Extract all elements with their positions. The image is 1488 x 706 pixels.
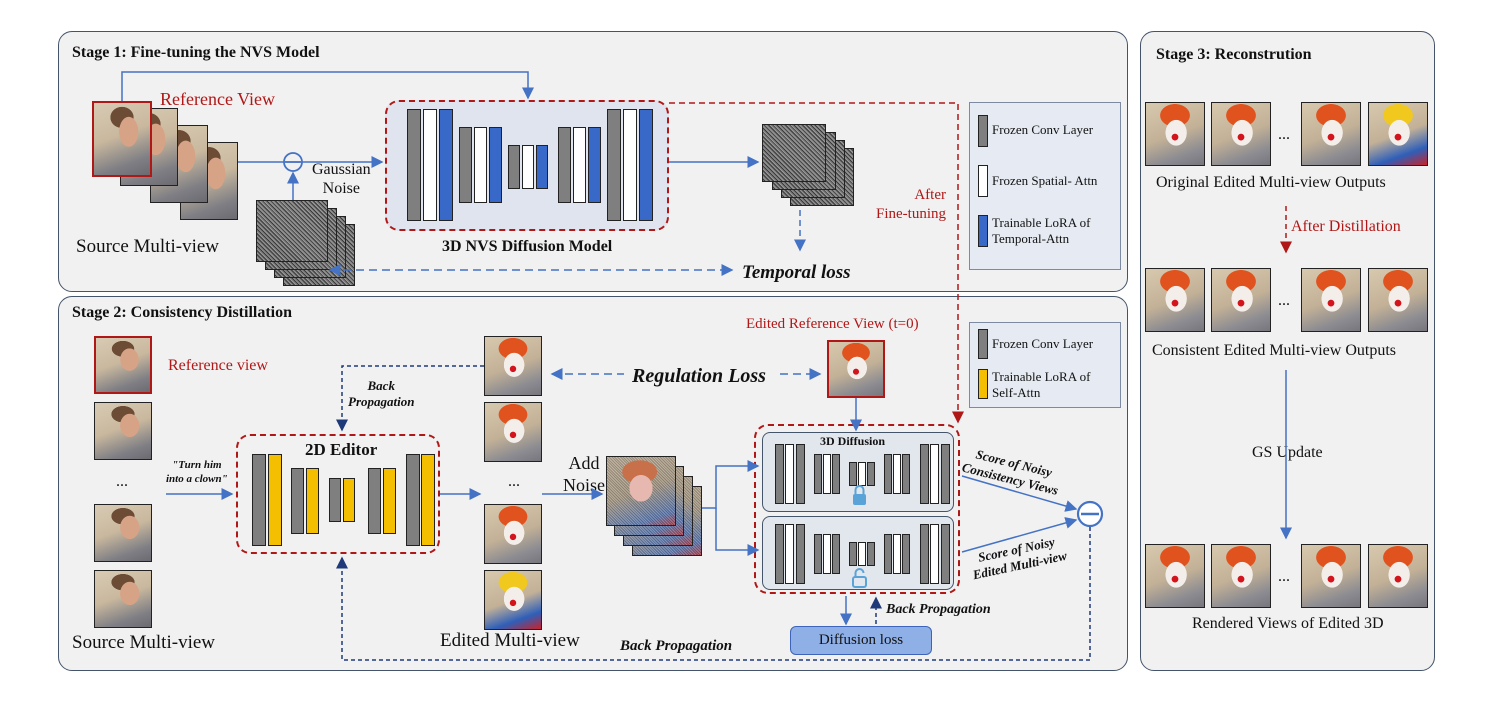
edited-reference-label: Edited Reference View (t=0) <box>746 316 919 332</box>
diffusion-loss-box: Diffusion loss <box>790 626 932 655</box>
legend-swatch-frozen-spatial <box>978 165 988 197</box>
unlock-icon <box>852 568 867 588</box>
rendered-ellipsis: ... <box>1278 568 1290 585</box>
stage2-title: Stage 2: Consistency Distillation <box>72 304 292 321</box>
diffusion-3d-label: 3D Diffusion <box>820 434 886 448</box>
edited-reference-image <box>827 340 885 398</box>
rendered-view-3 <box>1301 544 1361 608</box>
legend-swatch-frozen-conv <box>978 115 988 147</box>
reference-view-image <box>92 101 152 177</box>
noise-layer-1 <box>256 200 328 262</box>
original-output-2 <box>1211 102 1271 166</box>
gs-update-label: GS Update <box>1252 444 1323 461</box>
back-propagation-bottom: Back Propagation <box>620 638 733 654</box>
rendered-view-4 <box>1368 544 1428 608</box>
edited-view-3 <box>484 504 542 564</box>
nvs-model-label: 3D NVS Diffusion Model <box>442 238 613 255</box>
rendered-view-2 <box>1211 544 1271 608</box>
after-distillation-label: After Distillation <box>1291 218 1401 235</box>
editor-2d-label: 2D Editor <box>305 440 378 459</box>
back-propagation-top: Back Propagation <box>348 378 415 409</box>
original-ellipsis: ... <box>1278 126 1290 143</box>
legend-label-frozen-spatial: Frozen Spatial- Attn <box>992 173 1098 188</box>
consistent-output-3 <box>1301 268 1361 332</box>
edited-multiview-label: Edited Multi-view <box>440 630 580 651</box>
legend2-label-self-attn: Trainable LoRA of Self-Attn <box>992 369 1091 400</box>
edited-view-2 <box>484 402 542 462</box>
rendered-view-1 <box>1145 544 1205 608</box>
rendered-views-label: Rendered Views of Edited 3D <box>1192 615 1384 632</box>
prompt-text: "Turn him into a clown" <box>166 459 228 485</box>
legend-stage1: Frozen Conv Layer Frozen Spatial- Attn T… <box>969 102 1121 270</box>
stage2-source-3 <box>94 504 152 562</box>
regulation-loss-label: Regulation Loss <box>632 365 766 387</box>
editor-2d-box <box>236 434 440 554</box>
stage2-source-ellipsis: ... <box>116 473 128 490</box>
stage3-title: Stage 3: Reconstrution <box>1156 46 1312 63</box>
consistent-output-2 <box>1211 268 1271 332</box>
legend-swatch-temporal-lora <box>978 215 988 247</box>
edited-view-4 <box>484 570 542 630</box>
stage2-source-2 <box>94 402 152 460</box>
edited-ellipsis: ... <box>508 473 520 490</box>
legend-label-temporal-lora: Trainable LoRA of Temporal-Attn <box>992 215 1091 246</box>
back-propagation-right: Back Propagation <box>886 602 991 617</box>
consistent-output-1 <box>1145 268 1205 332</box>
noisy-edited-1 <box>606 456 676 526</box>
consistent-output-4 <box>1368 268 1428 332</box>
legend-label-frozen-conv: Frozen Conv Layer <box>992 122 1094 137</box>
lock-icon <box>853 485 866 505</box>
reference-view-label: Reference View <box>160 89 276 109</box>
after-finetuning-label: After Fine-tuning <box>876 187 946 222</box>
stage2-reference-label: Reference view <box>168 357 268 374</box>
legend-stage2: Frozen Conv Layer Trainable LoRA of Self… <box>969 322 1121 408</box>
temporal-loss-label: Temporal loss <box>742 262 851 283</box>
original-outputs-label: Original Edited Multi-view Outputs <box>1156 174 1386 191</box>
stage2-source-4 <box>94 570 152 628</box>
stage1-arrows <box>121 71 964 424</box>
edited-view-1 <box>484 336 542 396</box>
source-multiview-label: Source Multi-view <box>76 236 220 257</box>
original-output-3 <box>1301 102 1361 166</box>
stage1-title: Stage 1: Fine-tuning the NVS Model <box>72 44 320 61</box>
legend2-label-frozen-conv: Frozen Conv Layer <box>992 336 1094 351</box>
original-output-4 <box>1368 102 1428 166</box>
legend2-swatch-self-attn <box>978 369 988 399</box>
stage2-source-label: Source Multi-view <box>72 632 216 653</box>
stage2-reference-image <box>94 336 152 394</box>
output-noise-1 <box>762 124 826 182</box>
original-output-1 <box>1145 102 1205 166</box>
stage2-arrows <box>166 365 1104 661</box>
legend2-swatch-frozen-conv <box>978 329 988 359</box>
consistent-outputs-label: Consistent Edited Multi-view Outputs <box>1152 342 1396 359</box>
consistent-ellipsis: ... <box>1278 292 1290 309</box>
gaussian-noise-label: Gaussian Noise <box>312 161 371 197</box>
